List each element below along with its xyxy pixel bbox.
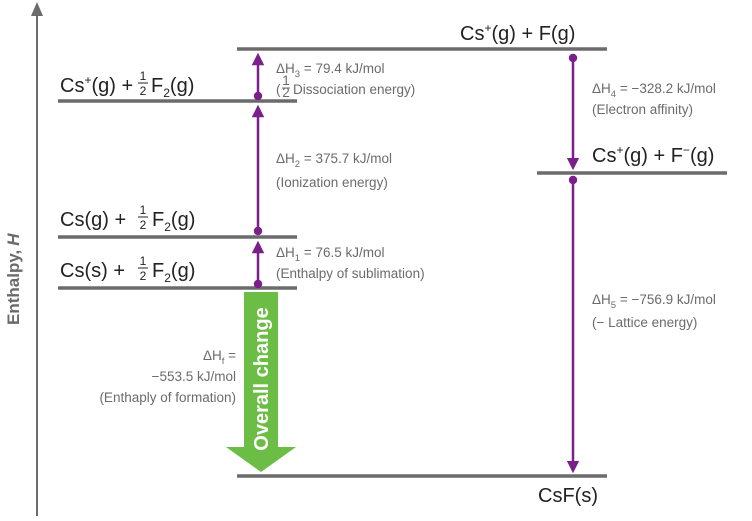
arrow-h1 [251, 240, 265, 289]
svg-text:Cs+(g) +: Cs+(g) + [60, 73, 133, 97]
annotation-h3: ΔH3 = 79.4 kJ/mol ( 1 2 Dissociation ene… [276, 61, 415, 100]
axis-arrowhead [31, 2, 43, 16]
svg-text:1: 1 [140, 69, 147, 83]
overall-change-label: Overall change [251, 307, 273, 450]
svg-text:2: 2 [140, 84, 147, 98]
svg-text:ΔH2 = 375.7 kJ/mol: ΔH2 = 375.7 kJ/mol [276, 151, 392, 170]
svg-text:2: 2 [140, 269, 147, 283]
svg-text:1: 1 [140, 203, 147, 217]
svg-text:Dissociation energy): Dissociation energy) [293, 82, 415, 97]
level-label-cs-g-half-f2: Cs(g) + 1 2 F2(g) [60, 203, 195, 234]
svg-text:ΔH4 = −328.2 kJ/mol: ΔH4 = −328.2 kJ/mol [592, 81, 716, 100]
svg-text:1: 1 [140, 254, 147, 268]
svg-text:ΔH5 = −756.9 kJ/mol: ΔH5 = −756.9 kJ/mol [592, 292, 716, 311]
svg-text:(Enthalpy of sublimation): (Enthalpy of sublimation) [276, 266, 425, 281]
axis-label: Enthalpy,H [4, 233, 23, 325]
annotation-h1: ΔH1 = 76.5 kJ/mol (Enthalpy of sublimati… [276, 245, 425, 281]
svg-text:Cs(s) +: Cs(s) + [60, 260, 125, 282]
arrow-h3 [251, 52, 265, 101]
svg-text:(: ( [276, 82, 281, 97]
svg-text:F2(g): F2(g) [152, 209, 195, 234]
overall-change-arrow [226, 292, 296, 472]
level-label-csf: CsF(s) [538, 485, 598, 507]
level-label-cs-g-f: Cs+(g) + F(g) [460, 21, 575, 45]
svg-text:(− Lattice energy): (− Lattice energy) [592, 315, 697, 330]
arrow-h4 [566, 53, 580, 171]
annotation-h4: ΔH4 = −328.2 kJ/mol (Electron affinity) [592, 81, 716, 117]
svg-text:(Electron affinity): (Electron affinity) [592, 102, 693, 117]
arrow-h2 [251, 104, 265, 236]
annotation-h2: ΔH2 = 375.7 kJ/mol (Ionization energy) [276, 151, 392, 190]
svg-text:(Enthaply of formation): (Enthaply of formation) [99, 390, 236, 405]
svg-text:2: 2 [140, 218, 147, 232]
svg-text:ΔHf =: ΔHf = [203, 348, 236, 367]
level-label-cs-ion-f-ion: Cs+(g) + F−(g) [592, 143, 714, 167]
level-label-cs-ion-half-f2: Cs+(g) + 1 2 F2(g) [60, 69, 194, 100]
svg-text:2: 2 [282, 85, 290, 100]
annotation-h5: ΔH5 = −756.9 kJ/mol (− Lattice energy) [592, 292, 716, 330]
svg-text:Cs(g) +: Cs(g) + [60, 209, 126, 231]
arrow-h5 [566, 175, 580, 474]
svg-text:1: 1 [282, 73, 290, 88]
svg-text:ΔH3 = 79.4 kJ/mol: ΔH3 = 79.4 kJ/mol [276, 61, 385, 80]
svg-text:F2(g): F2(g) [151, 75, 194, 100]
svg-text:−553.5 kJ/mol: −553.5 kJ/mol [152, 369, 236, 384]
svg-text:F2(g): F2(g) [152, 260, 195, 285]
level-label-cs-s-half-f2: Cs(s) + 1 2 F2(g) [60, 254, 195, 285]
svg-text:ΔH1 = 76.5 kJ/mol: ΔH1 = 76.5 kJ/mol [276, 245, 385, 264]
annotation-hf: ΔHf = −553.5 kJ/mol (Enthaply of formati… [99, 348, 236, 405]
svg-text:(Ionization energy): (Ionization energy) [276, 175, 388, 190]
